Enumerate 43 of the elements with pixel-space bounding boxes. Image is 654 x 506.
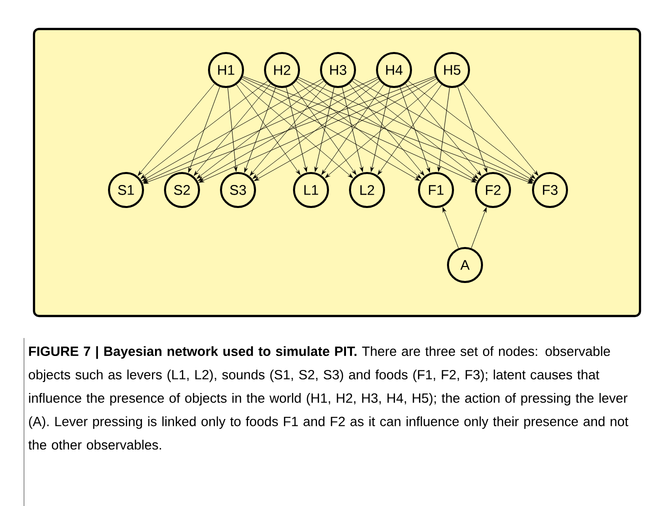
arrow	[143, 76, 436, 184]
arrow	[325, 81, 439, 178]
arrow	[405, 84, 482, 176]
arrow	[239, 81, 353, 178]
arrow	[349, 84, 424, 176]
arrow	[298, 77, 534, 183]
arrow	[196, 80, 324, 179]
arrow	[236, 84, 300, 175]
arrow	[250, 84, 327, 176]
arrow	[463, 84, 538, 176]
arrow	[142, 78, 323, 181]
arrow	[242, 77, 476, 183]
arrow	[342, 87, 364, 172]
arrow	[138, 84, 215, 176]
arrow	[442, 207, 459, 248]
arrow	[370, 87, 390, 172]
arrow	[400, 86, 430, 172]
arrow	[140, 80, 268, 179]
arrow	[408, 80, 536, 179]
arrow	[194, 84, 271, 176]
arrow	[254, 78, 437, 182]
arrow	[353, 78, 534, 181]
arrow	[228, 88, 238, 172]
arrow	[378, 84, 442, 175]
arrow	[252, 80, 380, 179]
arrow	[241, 78, 420, 181]
arrow	[286, 87, 308, 172]
arrow	[198, 78, 379, 181]
arrow	[292, 84, 356, 175]
arrow	[471, 207, 487, 248]
arrow	[321, 84, 384, 175]
arrow	[244, 86, 276, 173]
arrow	[352, 80, 478, 179]
arrow	[188, 86, 220, 173]
arrow	[242, 76, 533, 184]
arrow	[437, 88, 450, 172]
arrow	[142, 77, 378, 183]
arrow	[296, 80, 422, 179]
arrow	[314, 87, 334, 172]
arrow	[297, 78, 477, 181]
arrow	[198, 77, 436, 183]
caption: FIGURE 7 | Bayesian network used to simulate PIT. There are three set of nodes: observable objects such as levers (L1, L2), sounds (S1, S2, S3) and foods (F1, F2, F3); latent causes that influence the presence of objects in the world (H1, H2, H3, H4, H5); the action of pressing the lever (A). Lever pressing is linked only to foods F1 and F2 as it can influence only their presence and not the other observables.	[28, 346, 628, 450]
arrow	[458, 86, 488, 172]
